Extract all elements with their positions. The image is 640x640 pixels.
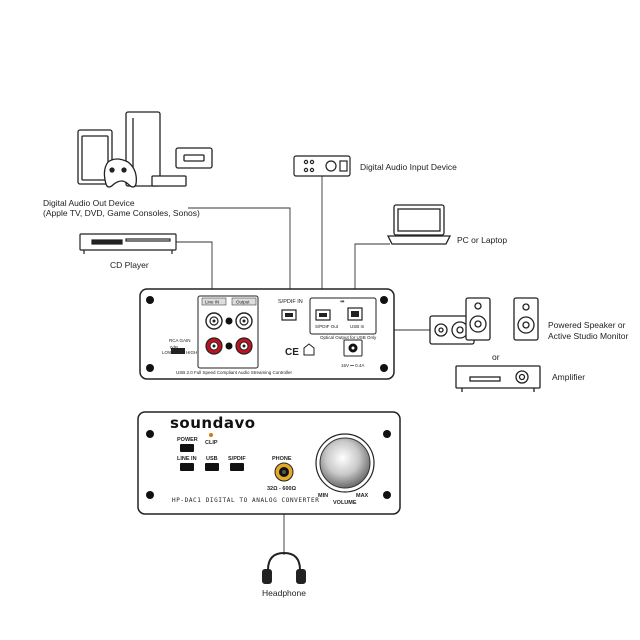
clip-led (209, 433, 213, 437)
dc-rating: 15V ⎓ 0.4A (341, 363, 364, 368)
clip-label: CLIP (205, 440, 218, 446)
brand-logo: soundavo (170, 414, 256, 432)
speaker-label-line1: Powered Speaker or (548, 320, 626, 330)
volume-max-label: MAX (356, 493, 369, 499)
digital-out-title: Digital Audio Out Device (43, 198, 135, 208)
phone-label: PHONE (272, 456, 292, 462)
or-label: or (492, 352, 500, 362)
right-channel-marker (225, 342, 233, 350)
gain-low: LOW (162, 350, 173, 355)
usb-in-label: USB In (350, 324, 365, 329)
pc-laptop-label: PC or Laptop (457, 235, 507, 245)
front-panel: soundavo POWER CLIP LINE IN USB S/PDIF P… (137, 411, 401, 515)
impedance-label: 32Ω - 600Ω (267, 486, 297, 492)
output-left-jack[interactable] (235, 312, 253, 330)
usb-source-label: USB (206, 456, 218, 462)
usb-symbol-icon: ⇹ (340, 299, 345, 305)
gain-high: HIGH (186, 350, 197, 355)
line-in-left-jack[interactable] (205, 312, 223, 330)
rca-gain-label: RCA GAIN (169, 338, 191, 343)
output-label: Output (236, 300, 250, 305)
line-in-source-button[interactable] (180, 463, 194, 471)
laptop-icon (386, 204, 452, 245)
cd-player-icon (79, 233, 177, 254)
line-in-label: Line IN (205, 300, 219, 305)
digital-audio-out-devices-icon (77, 111, 213, 188)
volume-label: VOLUME (333, 500, 357, 506)
usb-in-port[interactable] (347, 307, 363, 321)
spdif-source-label: S/PDIF (228, 456, 246, 462)
volume-knob[interactable] (315, 433, 375, 493)
indoor-use-icon (303, 343, 315, 356)
amplifier-icon (455, 365, 541, 392)
headphone-label: Headphone (262, 588, 306, 598)
digital-input-device-label: Digital Audio Input Device (360, 162, 457, 172)
spdif-out-port[interactable] (315, 309, 331, 321)
line-in-right-jack[interactable] (205, 337, 223, 355)
cd-player-label: CD Player (110, 260, 149, 270)
headphone-jack[interactable] (274, 462, 294, 482)
spdif-out-label: S/PDIF Out (315, 324, 339, 329)
rca-gain-switch[interactable] (171, 348, 185, 354)
powered-speaker-icon (429, 297, 539, 345)
line-in-source-label: LINE IN (177, 456, 197, 462)
speaker-label-line2: Active Studio Monitor (548, 331, 628, 341)
spdif-in-label: S/PDIF IN (278, 299, 303, 305)
power-label: POWER (177, 437, 198, 443)
spdif-source-button[interactable] (230, 463, 244, 471)
headphone-icon (262, 551, 306, 584)
volume-min-label: MIN (318, 493, 328, 499)
controller-note: USB 2.0 Full Speed Compliant Audio Strea… (176, 370, 293, 375)
dc-power-jack[interactable] (343, 339, 363, 357)
rear-panel: RCA GAIN 0dB LOW HIGH Line IN Output (139, 288, 395, 380)
spdif-in-port[interactable] (281, 309, 297, 321)
power-button[interactable] (180, 444, 194, 452)
ce-mark: CE (285, 347, 299, 358)
gain-value: 0dB (170, 345, 178, 350)
digital-out-subtitle: (Apple TV, DVD, Game Consoles, Sonos) (43, 208, 200, 218)
usb-source-button[interactable] (205, 463, 219, 471)
model-label: HP-DAC1 DIGITAL TO ANALOG CONVERTER (172, 497, 319, 504)
left-channel-marker (225, 317, 233, 325)
optical-note: Optical Output for USB Only (320, 335, 377, 340)
amplifier-label: Amplifier (552, 372, 585, 382)
digital-audio-input-device-icon (293, 155, 351, 177)
output-right-jack[interactable] (235, 337, 253, 355)
